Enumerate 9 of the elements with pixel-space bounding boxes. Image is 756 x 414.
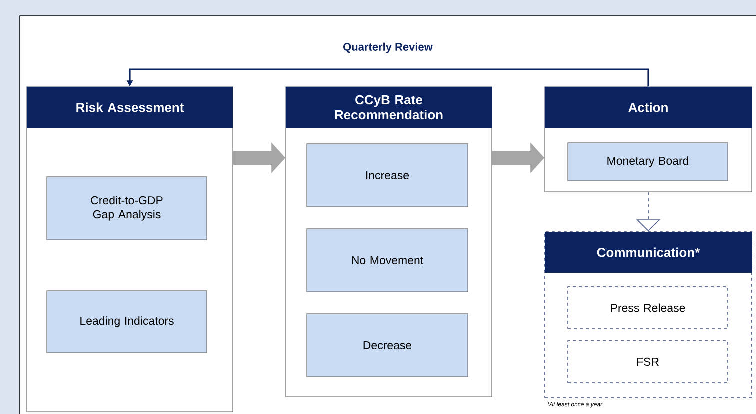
process-box: Monetary Board [568,142,728,182]
dashed-box: Press Release [568,286,728,330]
edge-label: Quarterly Review [344,42,433,54]
process-box: Increase [306,144,468,208]
process-box: Decrease [306,314,468,378]
process-box: Leading Indicators [46,290,208,354]
process-box: No Movement [306,228,468,292]
dashed-box: FSR [568,340,728,384]
process-box: Credit-to-GDP Gap Analysis [46,176,208,240]
